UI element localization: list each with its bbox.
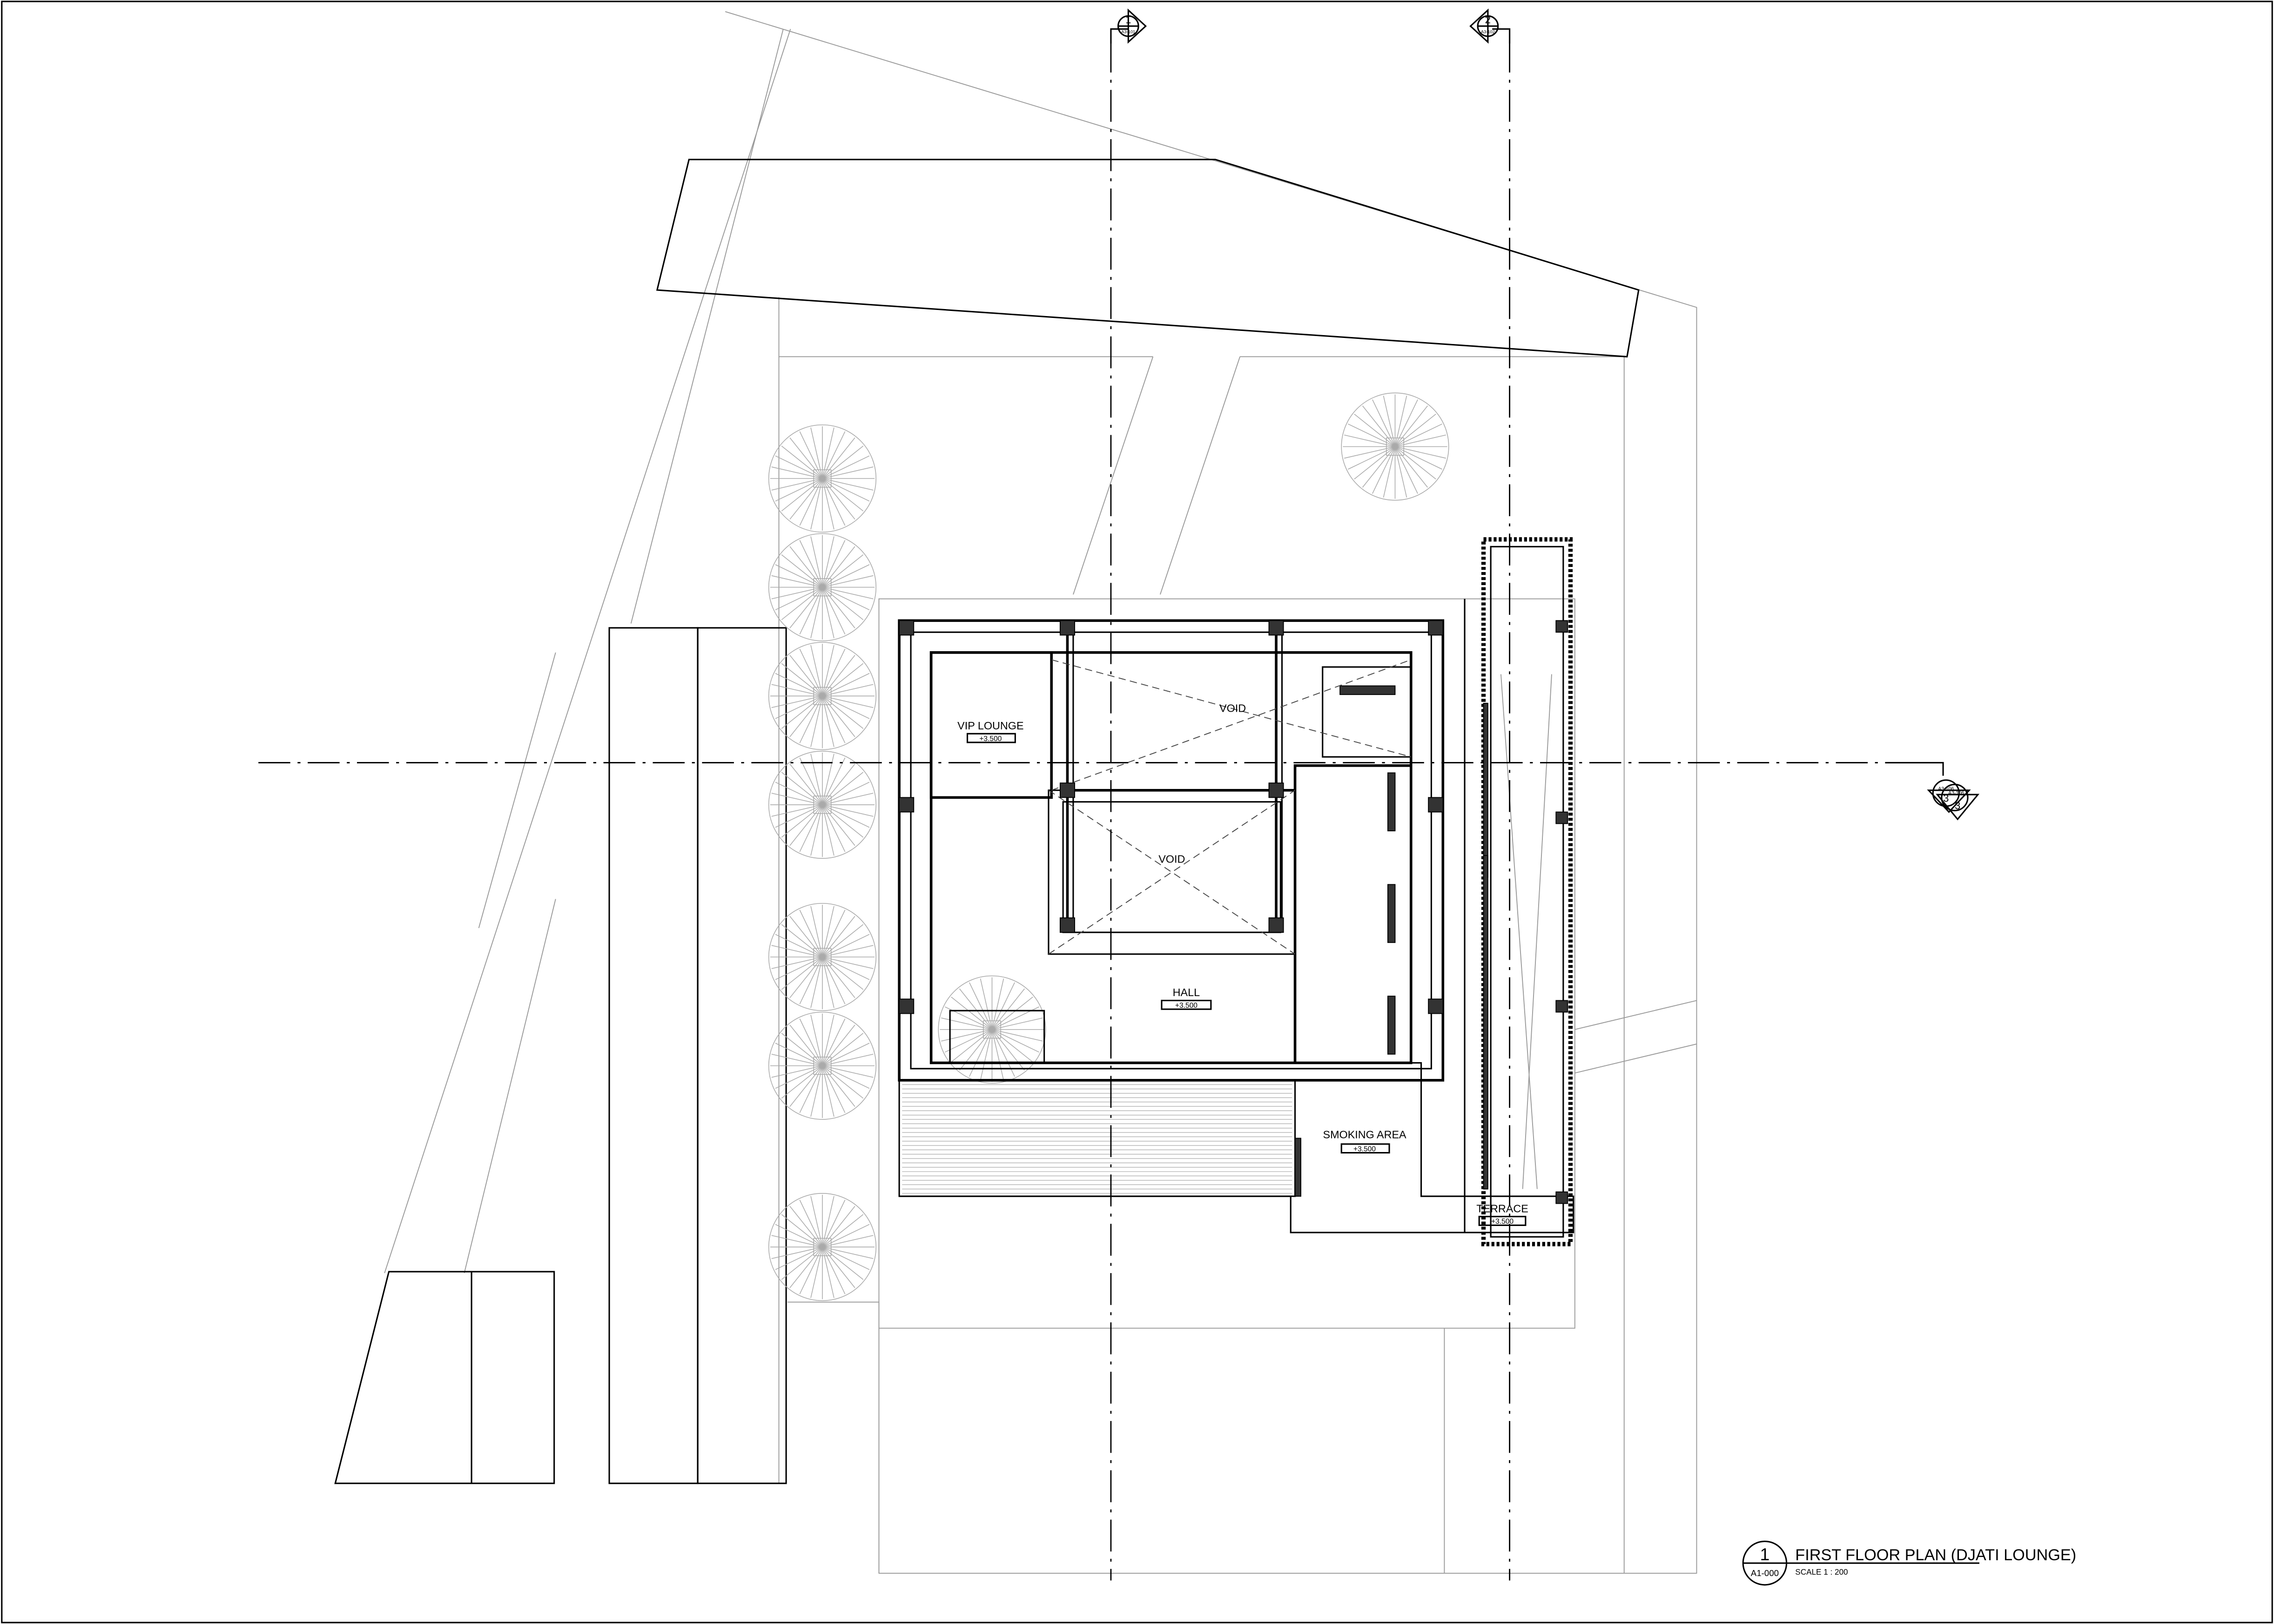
tree-icon (768, 642, 877, 750)
tree-icon (938, 975, 1046, 1084)
column (1059, 620, 1075, 636)
site-boundary-lines (384, 11, 1697, 1574)
column (1059, 782, 1075, 798)
svg-text:SMOKING AREA: SMOKING AREA (1323, 1128, 1407, 1140)
column (1428, 797, 1444, 813)
title-scale: SCALE 1 : 200 (1795, 1567, 1848, 1577)
room-label-void-upper: VOID (1219, 702, 1246, 714)
room-label-terrace: TERRACE +3.500 (1476, 1202, 1528, 1226)
terrace-strip (1464, 537, 1573, 1247)
section-2-sheet: A3-102 (1481, 30, 1495, 34)
column (1268, 620, 1284, 636)
column (899, 620, 915, 636)
tree-icon (768, 1193, 877, 1301)
section-2-number: 2 (1485, 14, 1491, 26)
building-walls (898, 619, 1574, 1233)
vip-lounge-room (929, 651, 1053, 799)
tree-icon (768, 533, 877, 641)
section-3b-number: 3 (1955, 800, 1960, 811)
tree-icon (1341, 392, 1449, 501)
drawing-title-block: 1 A1-000 FIRST FLOOR PLAN (DJATI LOUNGE)… (1742, 1540, 2076, 1586)
svg-text:TERRACE: TERRACE (1476, 1202, 1528, 1214)
section-3b-sheet: A3-106 (1948, 790, 1964, 796)
svg-text:HALL: HALL (1173, 986, 1200, 998)
title-sheet: A1-000 (1751, 1568, 1779, 1578)
column (1428, 620, 1444, 636)
grid-lines (258, 40, 1944, 1581)
trees (768, 392, 1449, 1301)
void-lower (1048, 789, 1296, 955)
svg-text:+3.500: +3.500 (979, 735, 1002, 743)
column (899, 797, 915, 813)
tree-icon (768, 1011, 877, 1120)
section-marker-1: 1 A3-101 (1110, 8, 1147, 44)
svg-text:+3.500: +3.500 (1175, 1002, 1198, 1010)
title-text: FIRST FLOOR PLAN (DJATI LOUNGE) (1795, 1546, 2076, 1564)
svg-text:VIP LOUNGE: VIP LOUNGE (957, 720, 1023, 732)
column (1268, 917, 1284, 933)
tree-icon (768, 903, 877, 1011)
section-1-number: 1 (1125, 14, 1131, 26)
parking-structure (334, 627, 787, 1484)
tree-icon (768, 750, 877, 859)
section-3a-sheet: A3-106 (1938, 786, 1954, 792)
structural-columns (899, 620, 1444, 1014)
tree-icon (768, 424, 877, 533)
section-marker-2: 2 A3-102 (1469, 8, 1511, 44)
room-label-hall: HALL +3.500 (1161, 986, 1212, 1010)
column (899, 998, 915, 1014)
room-label-void-lower: VOID (1158, 853, 1185, 865)
section-1-sheet: A3-101 (1121, 30, 1135, 34)
room-label-smoking-area: SMOKING AREA +3.500 (1323, 1128, 1407, 1154)
stair (1322, 666, 1412, 758)
column (1268, 782, 1284, 798)
svg-text:+3.500: +3.500 (1491, 1218, 1514, 1226)
roof-canopy-outline (656, 159, 1640, 357)
column (1059, 917, 1075, 933)
svg-text:+3.500: +3.500 (1353, 1145, 1376, 1153)
column (1428, 998, 1444, 1014)
title-number: 1 (1760, 1544, 1769, 1564)
deck-hatch (898, 1079, 1296, 1197)
section-3a-number: 3 (1943, 793, 1949, 804)
section-marker-3: A3-106 3 A3-106 3 (1885, 762, 1980, 821)
room-label-vip-lounge: VIP LOUNGE +3.500 (957, 720, 1024, 743)
